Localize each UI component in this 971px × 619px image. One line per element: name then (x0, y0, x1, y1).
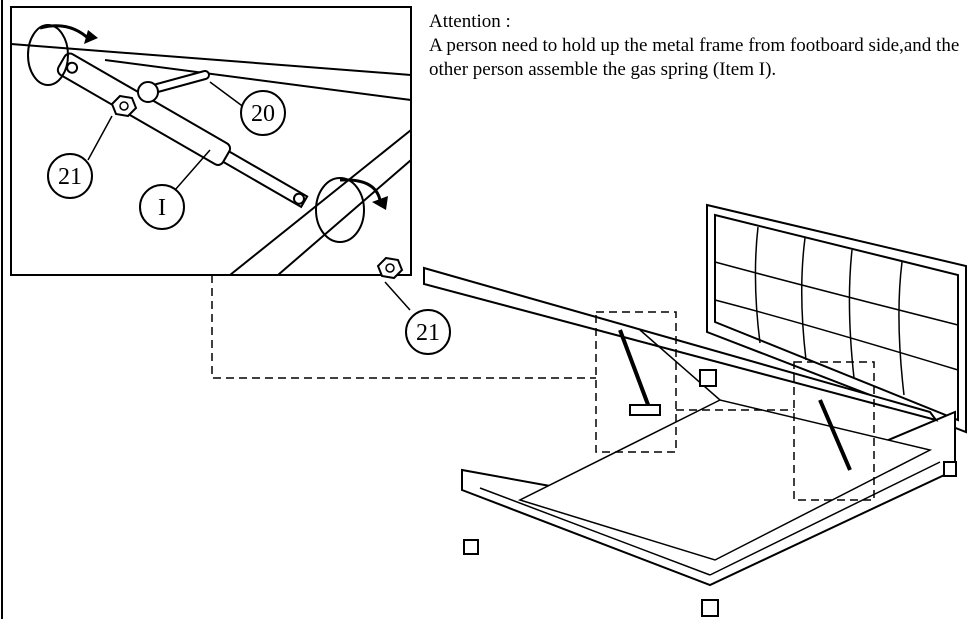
bed-right-rail (709, 461, 941, 576)
callout-21-lower-label: 21 (416, 320, 440, 346)
inset-diagonal-2 (277, 159, 412, 276)
upper-nut (110, 94, 138, 118)
bed-bracket-center (699, 369, 717, 387)
inset-diagonal-1 (229, 129, 412, 276)
attention-heading: Attention : (429, 11, 511, 32)
callout-i-label: I (158, 195, 166, 221)
gas-spring (56, 52, 309, 209)
headboard (706, 203, 967, 434)
leader-20 (209, 81, 246, 109)
detail-inset (10, 6, 412, 311)
highlight-box-right (793, 361, 875, 501)
lower-rotate-arrow (339, 178, 382, 201)
inset-frame (10, 6, 412, 276)
bed-leg-back-right (943, 461, 957, 477)
callout-20-label: 20 (251, 101, 275, 127)
bed-platform (517, 399, 933, 561)
callout-21-lower-circle (405, 309, 451, 355)
leader-i (174, 149, 211, 191)
attention-body: A person need to hold up the metal frame… (429, 35, 960, 80)
bed-leg-front-left (463, 539, 479, 555)
upper-rotate-arrowhead (84, 30, 98, 44)
lifted-metal-frame (423, 266, 939, 422)
bed-illustration (423, 203, 967, 617)
inset-rail-top (10, 43, 412, 76)
lifted-frame-cross (639, 329, 721, 401)
callout-20-circle (240, 90, 286, 136)
wrench-tool (137, 70, 210, 103)
attention-note: Attention : A person need to hold up the… (429, 10, 969, 82)
callout-21-upper-circle (47, 153, 93, 199)
headboard-inner (714, 213, 959, 422)
lower-rotate-arrowhead (372, 196, 388, 210)
callout-i-circle (139, 184, 185, 230)
bed-bracket-left (629, 404, 661, 416)
lower-nut (376, 256, 404, 280)
bed-leg-front-right (701, 599, 719, 617)
dashed-connector (211, 275, 596, 379)
leader-21-lower (384, 281, 411, 311)
callout-21-upper-label: 21 (58, 164, 82, 190)
bed-gas-spring-right (818, 399, 852, 471)
lower-mount-bracket (315, 177, 365, 243)
bed-inner-rail (479, 487, 711, 576)
bed-gas-spring-left (618, 329, 652, 411)
inset-rail-top-inner (104, 59, 412, 101)
leader-21-upper (87, 115, 113, 161)
headboard-tufting (714, 226, 959, 396)
highlight-box-left (595, 311, 677, 453)
